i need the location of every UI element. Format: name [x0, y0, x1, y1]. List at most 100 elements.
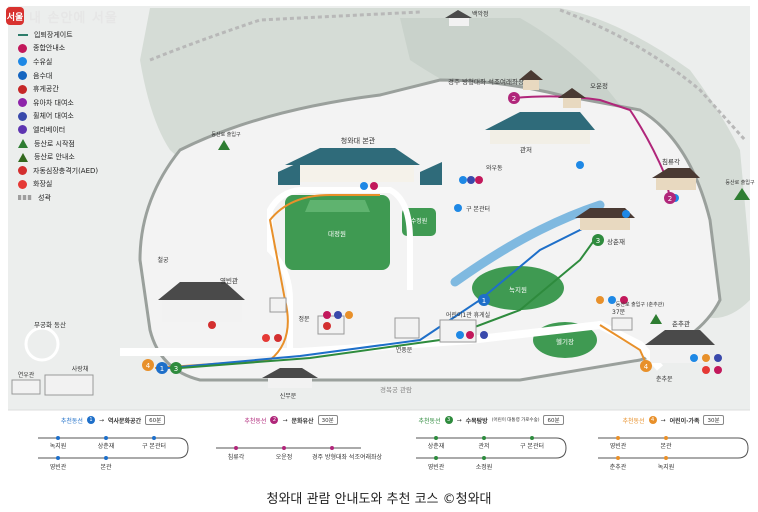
- gate37-building: [611, 317, 633, 331]
- label-cheolgung: 철궁: [157, 256, 169, 264]
- course-stop-dot: [104, 436, 108, 440]
- legend-item: 화장실: [18, 178, 148, 192]
- sinmumun-gate[interactable]: [262, 368, 318, 388]
- brand-title: 내 손안에 서울: [29, 10, 118, 26]
- gwanjeo-building[interactable]: [485, 112, 595, 144]
- route-marker-4a: 4: [142, 359, 154, 371]
- sangchunjae-building[interactable]: [575, 208, 635, 230]
- course-stop-dot: [104, 456, 108, 460]
- stone-buddha-pavilion[interactable]: [519, 70, 543, 90]
- course-stop-dot: [282, 446, 286, 450]
- label-gwanjeo: 관저: [520, 145, 532, 154]
- water-icon: [456, 331, 464, 339]
- course-stop-label: 춘추관: [609, 464, 627, 471]
- info-icon: [620, 296, 628, 304]
- legend-label: 자동심장충격기(AED): [33, 166, 99, 175]
- course-path-diagram: [216, 446, 361, 450]
- info-icon: [370, 182, 378, 190]
- label-helipad: 헬기장: [556, 337, 574, 346]
- yeongbingwan-building[interactable]: [158, 282, 245, 322]
- fortress-wall: [149, 10, 421, 62]
- info-icon: [475, 176, 483, 184]
- info-icon: [323, 311, 331, 319]
- route-3-line: [179, 234, 599, 369]
- route-marker-2a: 2: [508, 92, 520, 104]
- route-4-line: [154, 194, 380, 369]
- legend-item: 엘리베이터: [18, 123, 148, 137]
- baegakjeong-pavilion[interactable]: [445, 10, 472, 26]
- course-stop-dot: [664, 436, 668, 440]
- course-stop-label: 본관: [100, 464, 112, 471]
- legend-item: 휴게공간: [18, 82, 148, 96]
- label-trail-chunchu: 등산로 출입구 (춘추관): [616, 301, 665, 308]
- course-time: 60분: [145, 415, 166, 425]
- label-sujeongwon: 수정원: [411, 217, 428, 225]
- label-ounjeong: 오운정: [590, 81, 608, 90]
- ounjeong-pavilion[interactable]: [558, 88, 586, 108]
- course-stop-label: 상춘재: [427, 443, 445, 450]
- water-icon: [454, 204, 462, 212]
- course-stop-dot: [234, 446, 238, 450]
- water-icon: [459, 176, 467, 184]
- course-stop-dot: [56, 436, 60, 440]
- seoul-logo: 서울: [6, 7, 24, 25]
- route-2-line: [513, 95, 671, 199]
- svg-text:4: 4: [644, 363, 649, 371]
- course-path: [598, 437, 749, 459]
- course-number: 4: [648, 416, 657, 424]
- course-stop-label: 녹지원: [49, 443, 67, 450]
- course-stop-label: 상춘재: [97, 443, 115, 450]
- route-marker-3a: 3: [592, 234, 604, 246]
- legend-item: 음수대: [18, 69, 148, 83]
- lawn-pattern: [305, 200, 370, 212]
- main-building[interactable]: [278, 148, 442, 185]
- mountain-icon: [18, 139, 28, 149]
- label-yeongaegwan: 연우관: [18, 371, 35, 379]
- course-stop-dot: [56, 456, 60, 460]
- course-number: 2: [270, 416, 279, 424]
- legend-label: 입퇴장게이트: [34, 30, 73, 39]
- label-waedong: 와우동: [486, 165, 503, 172]
- course-stop-dot: [152, 436, 156, 440]
- svg-text:3: 3: [596, 237, 600, 245]
- course-stop-dot: [616, 456, 620, 460]
- legend-label: 화장실: [33, 180, 53, 189]
- course-label: 추천동선: [244, 417, 267, 425]
- trail-start-icon: [650, 314, 662, 324]
- course-arrow: →: [98, 416, 104, 424]
- svg-text:1: 1: [160, 365, 164, 373]
- yeonpungmun-building: [394, 317, 420, 339]
- rest-icon: [18, 84, 27, 94]
- course-stop-dot: [330, 446, 334, 450]
- course-path-diagram: [598, 436, 749, 460]
- course-label: 추천동선: [418, 417, 441, 425]
- trail-info-icon: [18, 152, 28, 162]
- course-path-diagram: [416, 436, 567, 460]
- sarangchae-building: [44, 374, 94, 396]
- route-marker-1b: 1: [156, 362, 168, 374]
- course-arrow: →: [660, 416, 666, 424]
- stroller-icon: [345, 311, 353, 319]
- chimnyugak-building[interactable]: [652, 168, 700, 190]
- label-gate37: 37문: [612, 309, 626, 316]
- label-noksiwon: 녹지원: [509, 285, 527, 294]
- water-icon: [622, 210, 630, 218]
- stroller-icon: [18, 98, 27, 108]
- legend-label: 등산로 시작점: [34, 139, 75, 148]
- course-arrow: →: [456, 416, 462, 424]
- label-sangchunjae: 상춘재: [607, 237, 625, 246]
- label-main-building: 청와대 본관: [341, 136, 376, 145]
- label-daejeongwon: 대정원: [328, 229, 346, 238]
- label-old-main-site: 구 본관터: [466, 205, 490, 213]
- svg-text:4: 4: [146, 362, 151, 370]
- course-stop-dot: [434, 436, 438, 440]
- label-chimnyugak: 침류각: [662, 158, 680, 166]
